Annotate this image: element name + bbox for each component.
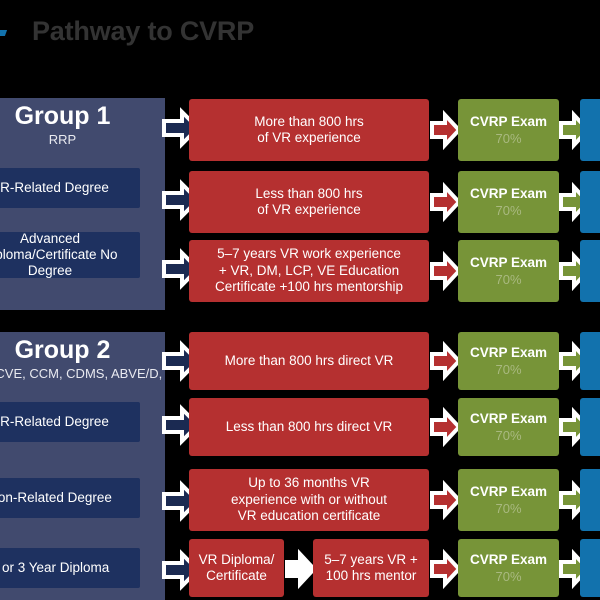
group-title: Group 2 [14,336,111,364]
requirement-text: More than 800 hrs direct VR [224,352,394,368]
exam-box[interactable]: CVRP Exam 70% [458,398,559,456]
arrow-right-white-icon [285,548,317,590]
exam-label: CVRP Exam [469,410,548,426]
outcome-box[interactable] [580,332,600,390]
qualification-label: Non-Related Degree [0,489,112,505]
exam-box[interactable]: CVRP Exam 70% [458,539,559,597]
outcome-box[interactable] [580,171,600,233]
requirement-box[interactable]: Up to 36 months VR experience with or wi… [189,469,429,531]
exam-label: CVRP Exam [469,113,548,129]
qualification-row[interactable]: Non-Related Degree [0,478,140,518]
qualification-label: 2 or 3 Year Diploma [0,559,110,575]
requirement-box[interactable]: Less than 800 hrs of VR experience [189,171,429,233]
group-panel-1: Group 1 RRP VR-Related Degree Advanced D… [0,98,165,310]
qualification-row[interactable]: Advanced Diploma/Certificate No Degree [0,230,140,279]
outcome-box[interactable] [580,240,600,302]
requirement-box[interactable]: 5–7 years VR work experience + VR, DM, L… [189,240,429,302]
requirement-text: Less than 800 hrs direct VR [225,418,393,434]
exam-box[interactable]: CVRP Exam 70% [458,240,559,302]
qualification-row[interactable]: VR-Related Degree [0,402,140,442]
exam-percent: 70% [495,272,522,288]
outcome-box[interactable] [580,539,600,597]
requirement-text: More than 800 hrs of VR experience [254,113,364,145]
exam-label: CVRP Exam [469,483,548,499]
qualification-label: VR-Related Degree [0,413,109,429]
exam-percent: 70% [495,428,522,444]
group-panel-2: Group 2 CRC, CVE, CCM, CDMS, ABVE/D, ABV… [0,332,165,600]
exam-percent: 70% [495,569,522,585]
group-subtitle: RRP [48,132,77,147]
exam-percent: 70% [495,501,522,517]
outcome-box[interactable] [580,469,600,531]
arrow-right-red-icon [430,340,462,382]
requirement-box-a[interactable]: VR Diploma/ Certificate [189,539,284,597]
requirement-text: Up to 36 months VR experience with or wi… [230,475,388,524]
requirement-box[interactable]: Less than 800 hrs direct VR [189,398,429,456]
arrow-right-red-icon [430,109,462,151]
exam-box[interactable]: CVRP Exam 70% [458,99,559,161]
requirement-text: 5–7 years VR + 100 hrs mentor [324,551,418,583]
exam-percent: 70% [495,203,522,219]
group-header-2: Group 2 CRC, CVE, CCM, CDMS, ABVE/D, ABV… [0,332,165,388]
brand-chevron-logo-icon [0,26,12,48]
requirement-box[interactable]: More than 800 hrs of VR experience [189,99,429,161]
requirement-text: VR Diploma/ Certificate [198,551,275,583]
group-subtitle: CRC, CVE, CCM, CDMS, ABVE/D, ABVE/F, LRC… [0,366,165,381]
arrow-right-red-icon [430,181,462,223]
requirement-box-b[interactable]: 5–7 years VR + 100 hrs mentor [313,539,429,597]
exam-box[interactable]: CVRP Exam 70% [458,469,559,531]
exam-label: CVRP Exam [469,344,548,360]
exam-label: CVRP Exam [469,551,548,567]
arrow-right-red-icon [430,548,462,590]
exam-label: CVRP Exam [469,254,548,270]
page-title: Pathway to CVRP [32,16,255,46]
exam-label: CVRP Exam [469,185,548,201]
exam-box[interactable]: CVRP Exam 70% [458,171,559,233]
qualification-label: VR-Related Degree [0,179,109,195]
outcome-box[interactable] [580,398,600,456]
requirement-text: Less than 800 hrs of VR experience [255,185,363,217]
group-header-1: Group 1 RRP [0,98,165,154]
diagram-header: Pathway to CVRP [0,0,600,78]
qualification-row[interactable]: VR-Related Degree [0,168,140,208]
requirement-text: 5–7 years VR work experience + VR, DM, L… [215,246,403,295]
arrow-right-red-icon [430,406,462,448]
arrow-right-red-icon [430,479,462,521]
qualification-label: Advanced Diploma/Certificate No Degree [0,230,118,279]
group-title: Group 1 [14,102,111,130]
requirement-box[interactable]: More than 800 hrs direct VR [189,332,429,390]
qualification-row[interactable]: 2 or 3 Year Diploma [0,548,140,588]
exam-box[interactable]: CVRP Exam 70% [458,332,559,390]
exam-percent: 70% [495,131,522,147]
outcome-box[interactable] [580,99,600,161]
exam-percent: 70% [495,362,522,378]
arrow-right-red-icon [430,250,462,292]
